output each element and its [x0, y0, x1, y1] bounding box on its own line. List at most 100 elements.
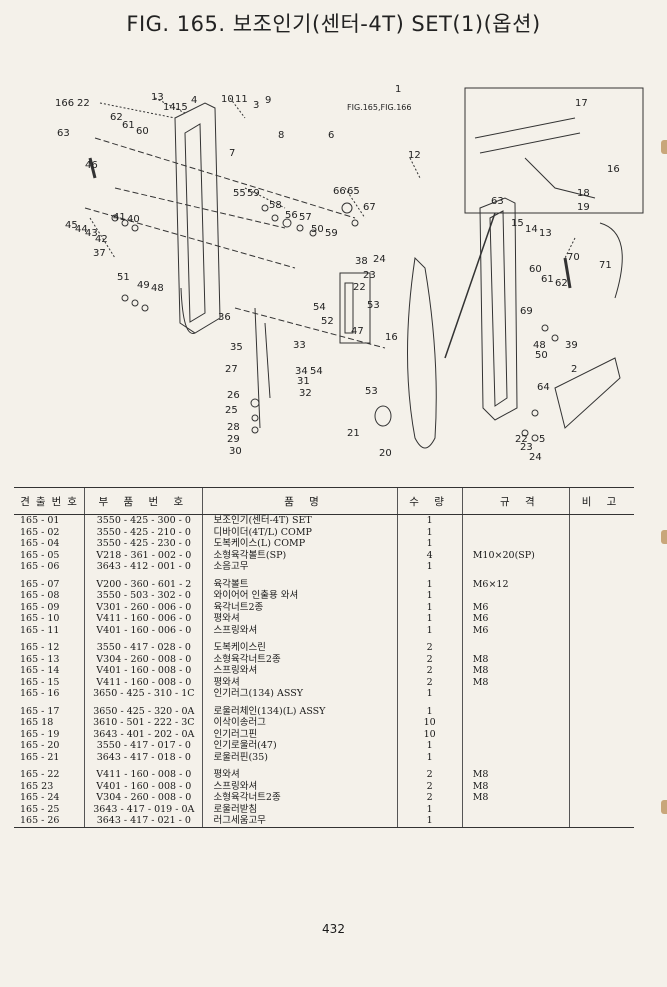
- diagram-callout-67: 67: [363, 202, 376, 213]
- diagram-callout-48: 48: [533, 340, 546, 351]
- diagram-callout-59: 59: [247, 188, 260, 199]
- cell-quantity: 2: [396, 642, 463, 654]
- cell-part-number: V411 - 160 - 006 - 0: [84, 613, 203, 625]
- cell-quantity: 1: [396, 688, 463, 700]
- cell-specification: M6×12: [461, 578, 570, 590]
- cell-specification: M8: [461, 780, 570, 792]
- diagram-callout-45: 45: [65, 220, 78, 231]
- diagram-callout-25: 25: [225, 405, 238, 416]
- diagram-callout-26: 26: [227, 390, 240, 401]
- diagram-callout-9: 9: [265, 95, 271, 106]
- header-remarks: 비 고: [569, 487, 634, 515]
- diagram-callout-24: 24: [373, 254, 386, 265]
- cell-quantity: 1: [396, 578, 463, 590]
- page-title: FIG. 165. 보조인기(센터-4T) SET(1)(옵션): [126, 12, 541, 36]
- cell-part-name: 스프링와셔: [202, 780, 398, 792]
- cell-specification: [461, 642, 570, 654]
- diagram-callout-53: 53: [367, 300, 380, 311]
- diagram-callout-57: 57: [299, 212, 312, 223]
- cell-part-number: 3643 - 417 - 021 - 0: [84, 815, 203, 828]
- diagram-callout-13: 13: [151, 92, 164, 103]
- cell-part-name: 도복케이스린: [202, 642, 398, 654]
- cell-specification: [461, 815, 570, 828]
- group-spacer: [14, 699, 634, 706]
- cell-part-name: 소형육각볼트(SP): [202, 549, 398, 561]
- diagram-callout-10: 10: [221, 94, 234, 105]
- cell-specification: M8: [461, 665, 570, 677]
- cell-specification: [461, 526, 570, 538]
- cell-remarks: [569, 514, 634, 527]
- cell-specification: M6: [461, 601, 570, 613]
- cell-quantity: 1: [396, 613, 463, 625]
- cell-remarks: [569, 676, 634, 688]
- cell-part-name: 스프링와셔: [202, 624, 398, 636]
- cell-reference-number: 165 - 17: [20, 705, 60, 717]
- cell-remarks: [569, 642, 634, 654]
- cell-part-number: 3550 - 503 - 302 - 0: [84, 590, 203, 602]
- cell-part-name: 러그세움고무: [202, 815, 398, 828]
- cell-remarks: [569, 792, 634, 804]
- cell-remarks: [569, 561, 634, 573]
- cell-part-number: 3550 - 417 - 028 - 0: [84, 642, 203, 654]
- diagram-callout-12: 12: [408, 150, 421, 161]
- cell-specification: [461, 751, 570, 763]
- cell-part-name: 도복케이스(L) COMP: [202, 538, 398, 550]
- cell-reference-number: 165 - 10: [20, 613, 60, 624]
- punch-hole-mark: [661, 800, 667, 814]
- cell-part-name: 인기로울러(47): [202, 740, 398, 752]
- diagram-callout-46: 46: [85, 160, 98, 171]
- cell-reference-number: 165 - 15: [20, 676, 60, 688]
- diagram-callout-14: 14: [525, 224, 538, 235]
- cell-part-number: 3643 - 417 - 019 - 0A: [84, 803, 203, 815]
- diagram-callout-38: 38: [355, 256, 368, 267]
- diagram-callout-54: 54: [310, 366, 323, 377]
- cell-quantity: 10: [396, 728, 463, 740]
- cell-part-name: 로울러체인(134)(L) ASSY: [202, 705, 398, 717]
- cell-quantity: 2: [396, 676, 463, 688]
- cell-part-number: 3650 - 425 - 310 - 1C: [84, 688, 203, 700]
- cell-reference-number: 165 - 22: [20, 769, 60, 780]
- diagram-callout-14: 14: [163, 102, 176, 113]
- header-quantity: 수 량: [396, 487, 463, 515]
- cell-remarks: [569, 624, 634, 636]
- diagram-callout-37: 37: [93, 248, 106, 259]
- diagram-callout-61: 61: [541, 274, 554, 285]
- cell-reference-number: 165 - 14: [20, 665, 60, 676]
- cell-reference-number: 165 - 05: [20, 549, 60, 561]
- cell-specification: [461, 803, 570, 815]
- cell-reference-number: 165 - 13: [20, 653, 60, 665]
- cell-reference-number: 165 - 20: [20, 740, 60, 751]
- cell-remarks: [569, 751, 634, 763]
- diagram-callout-32: 32: [299, 388, 312, 399]
- cell-quantity: 2: [396, 769, 463, 781]
- cell-quantity: 1: [396, 705, 463, 717]
- diagram-callout-166: 166: [55, 98, 74, 109]
- cell-part-number: 3643 - 412 - 001 - 0: [84, 561, 203, 573]
- right-divider-frame: [479, 197, 518, 421]
- cell-part-number: V304 - 260 - 008 - 0: [84, 792, 203, 804]
- diagram-callout-31: 31: [297, 376, 310, 387]
- cell-part-number: V200 - 360 - 601 - 2: [84, 578, 203, 590]
- cell-reference-number: 165 - 07: [20, 578, 60, 590]
- diagram-callout-44: 44: [75, 224, 88, 235]
- cell-reference-number: 165 - 04: [20, 538, 60, 549]
- cell-quantity: 1: [396, 815, 463, 828]
- cell-part-name: 스프링와셔: [202, 665, 398, 677]
- cell-part-number: V401 - 160 - 006 - 0: [84, 624, 203, 636]
- diagram-callout-27: 27: [225, 364, 238, 375]
- diagram-callout-41: 41: [113, 212, 126, 223]
- cell-remarks: [569, 815, 634, 828]
- cell-remarks: [569, 578, 634, 590]
- cell-remarks: [569, 538, 634, 550]
- cell-reference-number: 165 - 01: [20, 515, 60, 526]
- cell-remarks: [569, 740, 634, 752]
